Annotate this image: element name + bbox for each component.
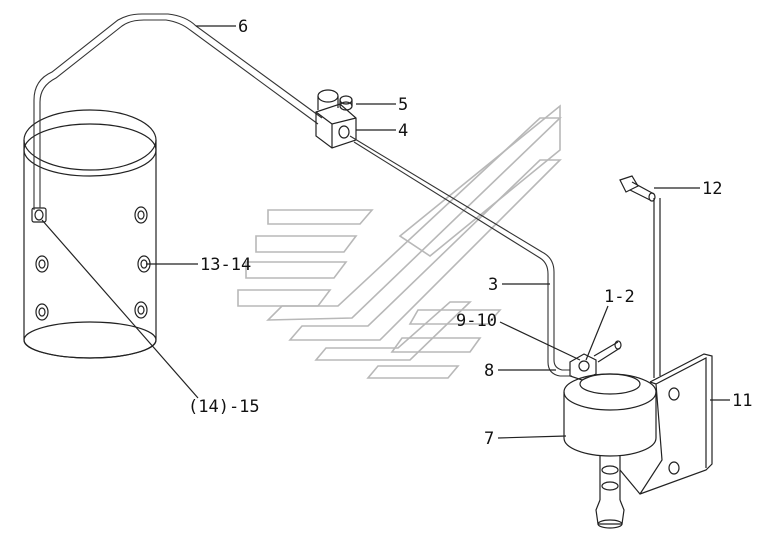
pipe-3 (349, 135, 572, 377)
dryer-fittings (569, 340, 622, 381)
pipe-6 (33, 13, 323, 210)
solenoid-valve (315, 89, 357, 149)
label-6: 6 (238, 17, 248, 37)
label-4: 4 (398, 121, 408, 141)
label-5: 5 (398, 95, 408, 115)
leader-7 (497, 435, 567, 439)
label-14-15: (14)-15 (188, 397, 260, 417)
label-7: 7 (484, 429, 494, 449)
label-12: 12 (702, 179, 722, 199)
dryer-canister (563, 373, 657, 529)
leader-lines (41, 25, 730, 439)
label-3: 3 (488, 275, 498, 295)
watermark-logo (237, 104, 562, 379)
leader-1-2 (585, 305, 609, 361)
label-9-10: 9-10 (456, 311, 497, 331)
label-11: 11 (732, 391, 752, 411)
bolt-12 (619, 175, 661, 378)
label-8: 8 (484, 361, 494, 381)
mounting-bracket (619, 353, 713, 495)
leader-14-15 (41, 219, 199, 399)
label-13-14: 13-14 (200, 255, 251, 275)
label-1-2: 1-2 (604, 287, 635, 307)
callout-labels: 6 5 4 12 13-14 3 1-2 9-10 8 11 7 (14)-15 (188, 17, 752, 449)
leader-9-10 (499, 321, 581, 361)
air-tank (23, 109, 157, 359)
